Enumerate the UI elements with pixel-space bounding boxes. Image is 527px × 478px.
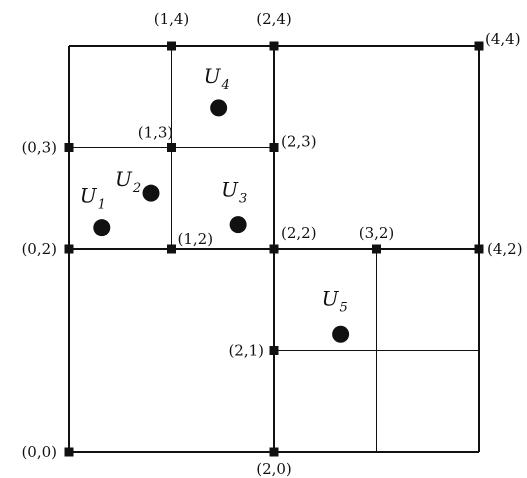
- user-label-u1: U1: [80, 184, 106, 213]
- vertex-marker-p02: [64, 244, 74, 254]
- vertex-markers: [64, 41, 484, 457]
- vertex-marker-p32: [372, 244, 381, 254]
- vertex-marker-p03: [64, 143, 74, 152]
- vertex-marker-p13: [167, 143, 176, 152]
- vertex-marker-p44: [474, 41, 484, 51]
- vertex-label-p42: (4,2): [487, 240, 523, 258]
- coordinate-labels: (0,0) (2,0) (2,1) (0,2) (1,2) (2,2) (3,2) (4,2)…: [21, 10, 522, 478]
- vertex-label-p21: (2,1): [228, 342, 264, 360]
- user-subscript-u3: 3: [239, 192, 247, 207]
- vertex-label-p44: (4,4): [485, 30, 521, 48]
- user-dot-u5: [332, 325, 350, 343]
- vertex-label-p14: (1,4): [154, 10, 190, 28]
- vertex-label-p03: (0,3): [21, 139, 57, 157]
- user-label-u3: U3: [221, 178, 247, 207]
- user-subscript-u4: 4: [221, 78, 230, 93]
- vertex-marker-p00: [64, 447, 74, 457]
- vertex-marker-p23: [269, 143, 279, 152]
- vertex-label-p24: (2,4): [256, 10, 292, 28]
- vertex-label-p20: (2,0): [256, 460, 292, 478]
- user-dot-u2: [142, 184, 160, 202]
- vertex-marker-p22: [269, 244, 279, 254]
- vertex-marker-p21: [269, 346, 279, 355]
- vertex-label-p13: (1,3): [138, 124, 174, 142]
- user-subscript-u5: 5: [339, 300, 347, 315]
- user-label-u5: U5: [322, 286, 348, 315]
- vertex-label-p02: (0,2): [21, 240, 57, 258]
- vertex-marker-p24: [269, 41, 279, 51]
- user-dot-u3: [229, 216, 247, 234]
- vertex-label-p32: (3,2): [359, 224, 395, 242]
- user-subscript-u1: 1: [98, 198, 106, 213]
- user-dot-u1: [93, 219, 111, 237]
- vertex-label-p12: (1,2): [178, 230, 214, 248]
- vertex-marker-p14: [167, 41, 176, 51]
- user-label-u4: U4: [204, 64, 230, 93]
- vertex-marker-p42: [474, 244, 484, 254]
- user-dot-u4: [210, 99, 228, 117]
- vertex-marker-p12: [167, 244, 176, 254]
- user-label-u2: U2: [115, 167, 141, 196]
- vertex-label-p23: (2,3): [281, 133, 317, 151]
- user-subscript-u2: 2: [132, 181, 141, 196]
- vertex-label-p00: (0,0): [21, 443, 57, 461]
- vertex-marker-p20: [269, 447, 279, 457]
- vertex-label-p22: (2,2): [281, 224, 317, 242]
